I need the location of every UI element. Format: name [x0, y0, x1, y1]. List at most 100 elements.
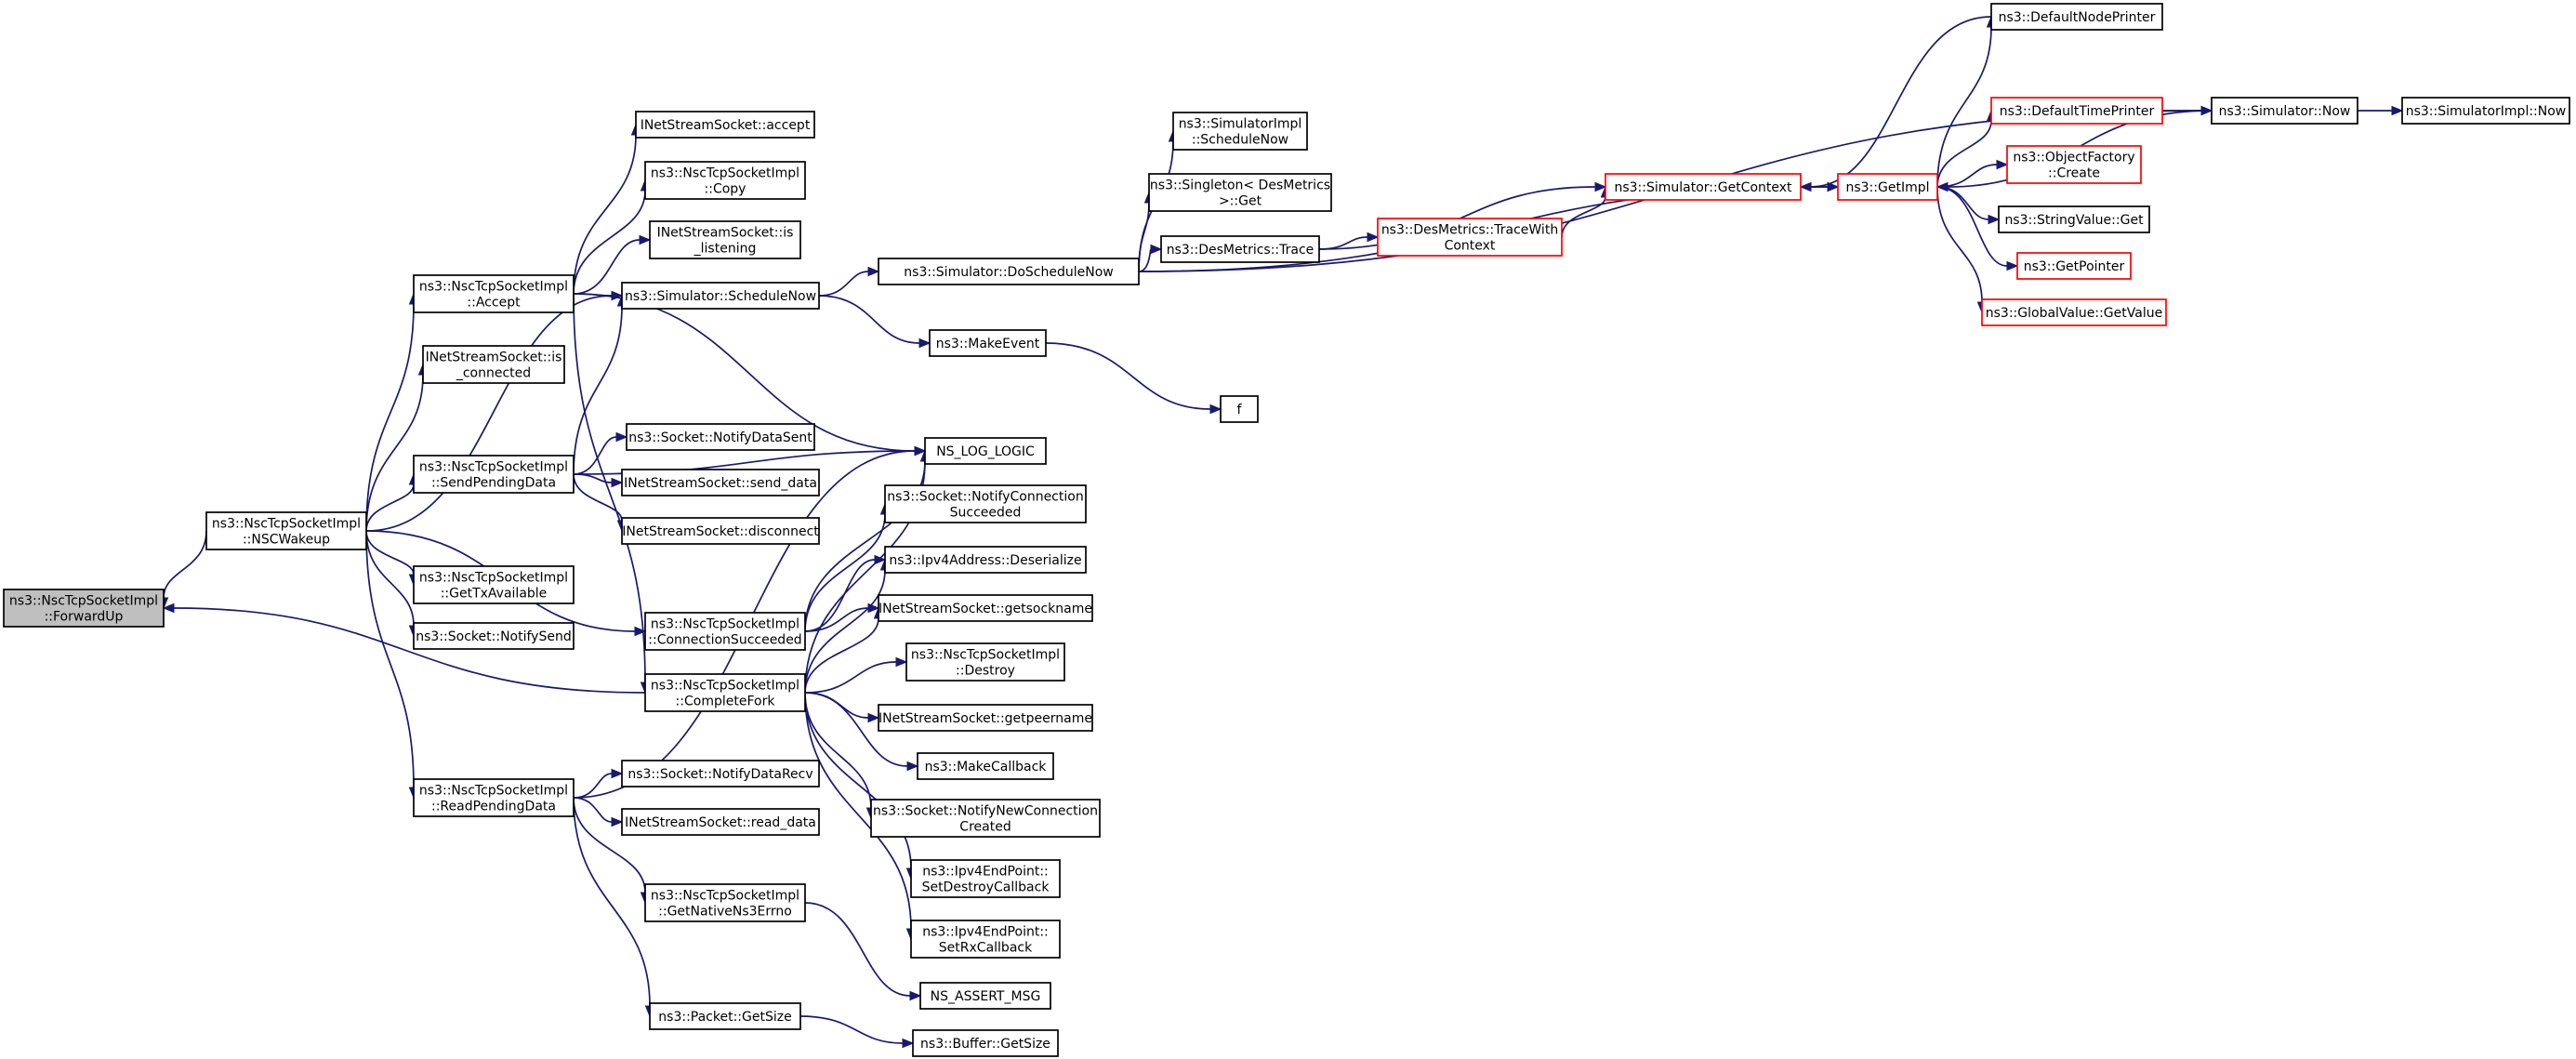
function-node-deserialize[interactable]: ns3::Ipv4Address::Deserialize: [884, 546, 1087, 574]
function-node-accept[interactable]: ns3::NscTcpSocketImpl::Accept: [413, 274, 575, 313]
node-box: [1160, 235, 1320, 263]
function-node-islistening[interactable]: INetStreamSocket::is_listening: [649, 220, 801, 259]
node-box: [919, 982, 1051, 1010]
function-node-assertmsg[interactable]: NS_ASSERT_MSG: [919, 982, 1051, 1010]
function-node-makecallback[interactable]: ns3::MakeCallback: [917, 752, 1054, 780]
edge-line: [573, 190, 646, 295]
function-node-getnativeerrno[interactable]: ns3::NscTcpSocketImpl::GetNativeNs3Errno: [644, 883, 806, 922]
node-label: ns3::Buffer::GetSize: [920, 1037, 1050, 1052]
function-node-inetaccept[interactable]: INetStreamSocket::accept: [635, 111, 815, 139]
function-node-notifydatasent[interactable]: ns3::Socket::NotifyDataSent: [626, 423, 815, 451]
node-label: ns3::Simulator::DoScheduleNow: [904, 265, 1113, 280]
node-label: _connected: [456, 366, 531, 381]
function-node-setrxcb[interactable]: ns3::Ipv4EndPoint::SetRxCallback: [910, 920, 1061, 959]
node-label: INetStreamSocket::accept: [641, 118, 811, 133]
edge-arrowhead: [895, 656, 908, 668]
node-box: [905, 642, 1065, 682]
function-node-connsucceeded[interactable]: ns3::NscTcpSocketImpl::ConnectionSucceed…: [644, 612, 806, 651]
function-node-buffergetsize[interactable]: ns3::Buffer::GetSize: [912, 1029, 1059, 1057]
node-box: [413, 778, 575, 817]
function-node-schedulenow[interactable]: ns3::Simulator::ScheduleNow: [621, 282, 820, 310]
function-node-defaulttimeprinter[interactable]: ns3::DefaultTimePrinter: [1990, 97, 2163, 125]
function-node-nslog[interactable]: NS_LOG_LOGIC: [924, 437, 1047, 465]
node-label: ::ScheduleNow: [1192, 133, 1288, 148]
edge-arrowhead: [1209, 404, 1222, 415]
edge-arrowhead: [611, 477, 624, 488]
function-node-senddata[interactable]: INetStreamSocket::send_data: [621, 469, 820, 496]
node-box: [910, 920, 1061, 959]
edge-line: [804, 692, 869, 719]
function-node-isconnected[interactable]: INetStreamSocket::is_connected: [422, 345, 565, 384]
function-node-readpending[interactable]: ns3::NscTcpSocketImpl::ReadPendingData: [413, 778, 575, 817]
function-node-simimplnow[interactable]: ns3::SimulatorImpl::Now: [2401, 97, 2570, 125]
function-node-singletonget[interactable]: ns3::Singleton< DesMetrics>::Get: [1148, 173, 1332, 212]
function-node-f[interactable]: f: [1220, 395, 1259, 423]
edge-arrowhead: [867, 712, 880, 723]
function-node-desmetricstrace[interactable]: ns3::DesMetrics::Trace: [1160, 235, 1320, 263]
function-node-destroy[interactable]: ns3::NscTcpSocketImpl::Destroy: [905, 642, 1065, 682]
node-box: [870, 799, 1101, 838]
node-label: ns3::SimulatorImpl::Now: [2406, 104, 2567, 119]
function-node-getimpl[interactable]: ns3::GetImpl: [1837, 173, 1938, 201]
node-box: [929, 329, 1047, 357]
node-label: ns3::Singleton< DesMetrics: [1150, 179, 1330, 193]
node-box: [924, 437, 1047, 465]
node-box: [621, 517, 820, 545]
node-box: [878, 258, 1140, 285]
call-edge-makeevent-f: [1045, 342, 1222, 415]
node-label: ns3::Socket::NotifyDataRecv: [627, 767, 812, 782]
function-node-getpointer[interactable]: ns3::GetPointer: [2016, 252, 2132, 280]
call-edge-getimpl-globalvalueget: [1936, 186, 1988, 314]
function-node-gettx[interactable]: ns3::NscTcpSocketImpl::GetTxAvailable: [413, 565, 575, 604]
edge-arrowhead: [1367, 232, 1380, 243]
function-node-readdata[interactable]: INetStreamSocket::read_data: [621, 808, 820, 836]
function-node-notifydatarecv[interactable]: ns3::Socket::NotifyDataRecv: [621, 760, 820, 788]
node-label: _listening: [694, 242, 757, 257]
node-label: INetStreamSocket::read_data: [625, 815, 816, 830]
node-box: [917, 752, 1054, 780]
function-node-notifysend[interactable]: ns3::Socket::NotifySend: [413, 622, 575, 650]
call-edge-completefork-getsockname: [804, 606, 884, 694]
node-box: [413, 565, 575, 604]
function-node-completefork[interactable]: ns3::NscTcpSocketImpl::CompleteFork: [644, 673, 806, 712]
function-node-sendpending[interactable]: ns3::NscTcpSocketImpl::SendPendingData: [413, 455, 575, 494]
edge-line: [804, 692, 912, 930]
function-node-getsockname[interactable]: INetStreamSocket::getsockname: [878, 594, 1093, 622]
function-node-doschedulenow[interactable]: ns3::Simulator::DoScheduleNow: [878, 258, 1140, 285]
function-node-objfactorycreate[interactable]: ns3::ObjectFactory::Create: [2006, 145, 2142, 184]
edge-line: [1045, 342, 1211, 410]
edge-line: [573, 473, 613, 483]
edge-line: [804, 661, 897, 694]
node-box: [1172, 112, 1308, 151]
function-node-nscwakeup[interactable]: ns3::NscTcpSocketImpl::NSCWakeup: [205, 511, 367, 550]
node-label: ::GetNativeNs3Errno: [658, 905, 792, 920]
edge-arrowhead: [639, 234, 652, 245]
function-node-getcontext[interactable]: ns3::Simulator::GetContext: [1605, 173, 1802, 201]
function-node-copy[interactable]: ns3::NscTcpSocketImpl::Copy: [644, 161, 806, 200]
function-node-getpeername[interactable]: INetStreamSocket::getpeername: [878, 704, 1093, 732]
function-node-simnow[interactable]: ns3::Simulator::Now: [2211, 97, 2358, 125]
function-node-defaultnodeprinter[interactable]: ns3::DefaultNodePrinter: [1990, 3, 2163, 31]
node-box: [422, 345, 565, 384]
edge-arrowhead: [906, 761, 919, 772]
function-node-stringvalueget[interactable]: ns3::StringValue::Get: [1998, 205, 2150, 233]
function-node-globalvalueget[interactable]: ns3::GlobalValue::GetValue: [1981, 298, 2167, 326]
edge-line: [573, 797, 613, 823]
node-label: ns3::MakeEvent: [936, 337, 1040, 351]
function-node-packetgetsize[interactable]: ns3::Packet::GetSize: [649, 1002, 801, 1030]
edge-line: [573, 797, 646, 894]
node-box: [910, 859, 1061, 898]
call-edge-readpending-notifydatarecv: [573, 768, 624, 799]
function-node-makeevent[interactable]: ns3::MakeEvent: [929, 329, 1047, 357]
function-node-forwardup[interactable]: ns3::NscTcpSocketImpl::ForwardUp: [3, 589, 165, 628]
node-label: ns3::NscTcpSocketImpl: [651, 617, 799, 632]
node-label: ns3::ObjectFactory: [2013, 151, 2134, 165]
call-edge-completefork-makecallback: [804, 692, 919, 772]
function-node-simimplschedulenow[interactable]: ns3::SimulatorImpl::ScheduleNow: [1172, 112, 1308, 151]
function-node-setdestroycb[interactable]: ns3::Ipv4EndPoint::SetDestroyCallback: [910, 859, 1061, 898]
function-node-disconnect[interactable]: INetStreamSocket::disconnect: [621, 517, 820, 545]
node-label: ns3::NscTcpSocketImpl: [651, 889, 799, 904]
